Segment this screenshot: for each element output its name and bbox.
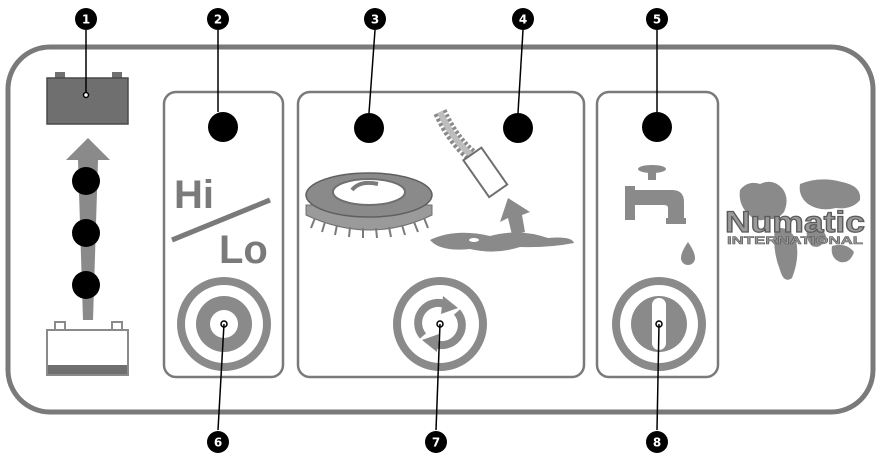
- callout-7: 7: [425, 431, 447, 453]
- brush-vacuum-panel: [296, 90, 586, 379]
- battery-indicator-top: [72, 167, 100, 195]
- brand-subtitle: INTERNATIONAL: [727, 235, 863, 247]
- svg-text:2: 2: [214, 13, 222, 27]
- speed-indicator: [208, 112, 238, 142]
- callout-8: 8: [646, 431, 668, 453]
- callout-1: 1: [75, 8, 97, 30]
- water-tap-icon: [625, 165, 695, 265]
- lo-label: Lo: [219, 228, 268, 272]
- hi-lo-divider: [171, 197, 271, 243]
- vacuum-hose-icon: [430, 109, 574, 252]
- brush-indicator: [354, 113, 384, 143]
- callout-4: 4: [512, 8, 534, 30]
- brush-icon: [305, 172, 433, 239]
- callout-5: 5: [646, 8, 668, 30]
- vacuum-indicator: [503, 113, 533, 143]
- battery-empty-icon: [46, 321, 129, 376]
- battery-full-icon: [46, 72, 129, 125]
- callout-6: 6: [207, 431, 229, 453]
- leader-lines: [82, 29, 660, 431]
- hi-label: Hi: [174, 173, 214, 217]
- callout-2: 2: [207, 8, 229, 30]
- cycle-arrows-icon: [414, 296, 466, 352]
- water-indicator: [642, 112, 672, 142]
- svg-text:7: 7: [432, 436, 440, 450]
- callout-3: 3: [364, 8, 386, 30]
- numatic-logo: Numatic INTERNATIONAL: [724, 179, 866, 280]
- battery-indicator-middle: [72, 219, 100, 247]
- svg-text:1: 1: [82, 13, 90, 27]
- brand-name: Numatic: [725, 206, 865, 239]
- svg-text:5: 5: [653, 13, 661, 27]
- svg-text:3: 3: [371, 13, 379, 27]
- battery-indicator-bottom: [72, 271, 100, 299]
- svg-text:4: 4: [519, 13, 527, 27]
- svg-text:6: 6: [214, 436, 222, 450]
- svg-text:8: 8: [653, 436, 661, 450]
